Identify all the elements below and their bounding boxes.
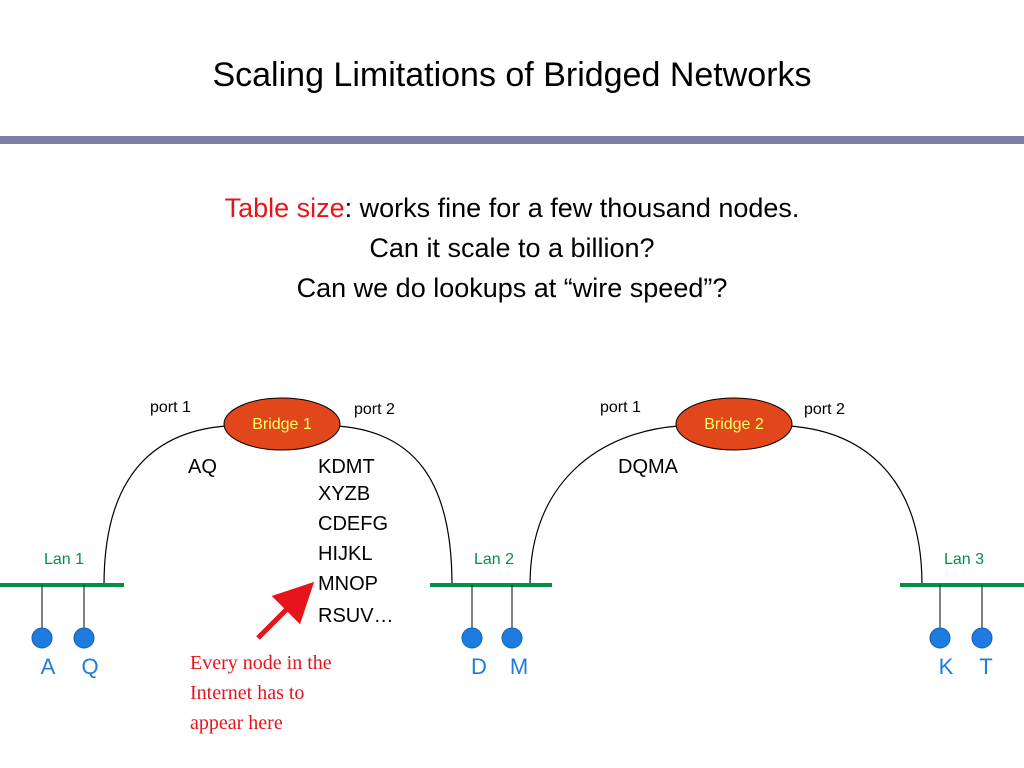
link-lan1-bridge1 bbox=[103, 425, 227, 586]
bridge-1-port-2-table-row: KDMT bbox=[318, 456, 375, 478]
bridge-1-port-1-label: port 1 bbox=[150, 399, 191, 416]
node-label-m: M bbox=[510, 654, 528, 679]
node-label-a: A bbox=[41, 654, 56, 679]
lan-3-label: Lan 3 bbox=[944, 551, 984, 568]
bridge-2-label: Bridge 2 bbox=[704, 416, 764, 433]
slide-body: Table size: works fine for a few thousan… bbox=[0, 188, 1024, 308]
annotation-line: Every node in the bbox=[190, 652, 332, 674]
slide-title: Scaling Limitations of Bridged Networks bbox=[212, 56, 812, 94]
bridge-1-port-2-table-row: MNOP bbox=[318, 573, 378, 595]
node-m bbox=[501, 627, 523, 649]
bridge-2-port-1-label: port 1 bbox=[600, 399, 641, 416]
link-bridge1-lan2 bbox=[337, 425, 453, 586]
node-q bbox=[73, 627, 95, 649]
body-line-2: Can it scale to a billion? bbox=[369, 233, 655, 263]
bridge-1-port-1-table: AQ bbox=[188, 456, 217, 478]
body-line-1-rest: : works fine for a few thousand nodes. bbox=[344, 193, 800, 223]
node-d bbox=[461, 627, 483, 649]
bridge-2-port-1-table: DQMA bbox=[618, 456, 679, 478]
bridge-1-port-2-table-row: XYZB bbox=[318, 483, 370, 505]
node-label-q: Q bbox=[81, 654, 98, 679]
link-bridge2-lan3 bbox=[789, 425, 923, 586]
annotation-line: Internet has to bbox=[190, 682, 304, 704]
node-k bbox=[929, 627, 951, 649]
bridge-2 bbox=[675, 397, 793, 451]
bridge-1-port-2-table-row: HIJKL bbox=[318, 543, 372, 565]
bridge-1-port-2-table-row: CDEFG bbox=[318, 513, 388, 535]
bridge-2-port-2-label: port 2 bbox=[804, 401, 845, 418]
body-line-3: Can we do lookups at “wire speed”? bbox=[296, 273, 728, 303]
node-label-k: K bbox=[939, 654, 954, 679]
link-lan2-bridge2 bbox=[529, 425, 679, 586]
node-t bbox=[971, 627, 993, 649]
title-divider bbox=[0, 136, 1024, 144]
node-label-t: T bbox=[979, 654, 992, 679]
node-a bbox=[31, 627, 53, 649]
table-size-highlight: Table size bbox=[224, 193, 345, 223]
node-label-d: D bbox=[471, 654, 487, 679]
bridge-1 bbox=[223, 397, 341, 451]
body-line-1: Table size: works fine for a few thousan… bbox=[0, 188, 1024, 228]
annotation-line: appear here bbox=[190, 712, 283, 734]
bridge-1-label: Bridge 1 bbox=[252, 416, 312, 433]
bridge-1-port-2-table-row: RSUV… bbox=[318, 605, 394, 627]
lan-1-label: Lan 1 bbox=[44, 551, 84, 568]
lan-2-label: Lan 2 bbox=[474, 551, 514, 568]
annotation-arrow bbox=[256, 581, 315, 640]
bridge-1-port-2-label: port 2 bbox=[354, 401, 395, 418]
